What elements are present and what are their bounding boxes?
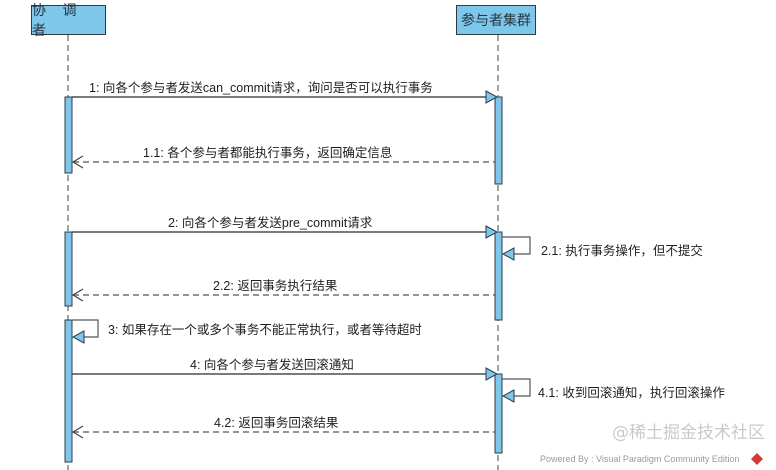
message-1-arrowhead [485,90,499,104]
activation-coordinator-2 [64,231,73,307]
activation-participants-1 [494,96,503,185]
message-4-1-line [502,378,531,397]
participant-cluster: 参与者集群 [456,5,536,35]
activation-coordinator-3 [64,319,73,463]
message-3-arrowhead [71,330,85,344]
message-4-1-arrowhead [501,389,515,403]
message-2-arrowhead [485,225,499,239]
message-4-1-label: 4.1: 收到回滚通知，执行回滚操作 [538,385,725,400]
message-4-label: 4: 向各个参与者发送回滚通知 [190,357,354,372]
participant-coordinator: 协 调 者 [31,3,106,39]
message-1-label: 1: 向各个参与者发送can_commit请求，询问是否可以执行事务 [89,80,433,95]
message-4-2-label: 4.2: 返回事务回滚结果 [214,415,339,430]
message-3-line [72,319,99,338]
message-2-1-arrowhead [501,247,515,261]
message-4-2-arrowhead [71,425,84,439]
visual-paradigm-logo-icon [751,453,763,465]
message-2-1-label: 2.1: 执行事务操作，但不提交 [541,243,703,258]
activation-coordinator-1 [64,96,73,174]
watermark-text: @稀土掘金技术社区 [612,423,765,443]
message-2-label: 2: 向各个参与者发送pre_commit请求 [168,215,373,230]
powered-by-text: Powered By : Visual Paradigm Community E… [540,454,739,464]
message-3-label: 3: 如果存在一个或多个事务不能正常执行，或者等待超时 [108,322,422,337]
message-2-2-label: 2.2: 返回事务执行结果 [213,278,338,293]
activation-participants-3 [494,373,503,454]
message-2-1-line [502,236,531,255]
activation-participants-2 [494,231,503,321]
message-2-2-arrowhead [71,288,84,302]
message-1-1-arrowhead [71,155,84,169]
message-1-1-label: 1.1: 各个参与者都能执行事务，返回确定信息 [143,145,392,160]
message-4-arrowhead [485,367,499,381]
